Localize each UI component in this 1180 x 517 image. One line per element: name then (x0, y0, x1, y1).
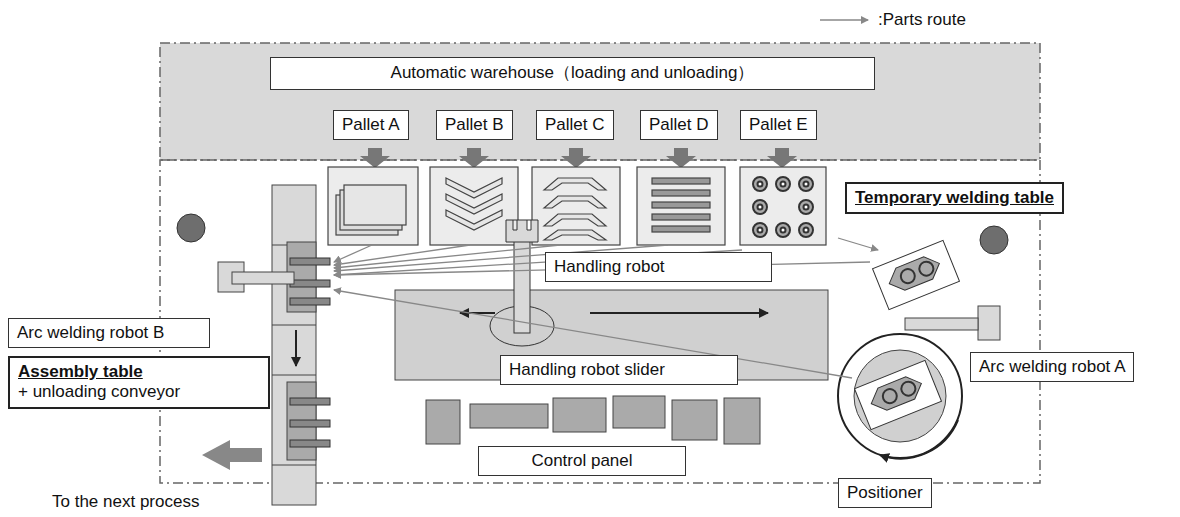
slider-label: Handling robot slider (500, 355, 738, 385)
ring-part (799, 200, 813, 214)
positioner-label: Positioner (838, 478, 932, 508)
warehouse-band (160, 43, 1040, 160)
node-text: Arc welding robot B (17, 323, 201, 343)
positioner-fixture (855, 360, 942, 429)
note-label: To the next process (52, 492, 199, 512)
ring-part (753, 177, 767, 191)
outflow-arrow (202, 440, 262, 470)
pallet-label: Pallet E (740, 110, 817, 140)
ring-hole (758, 228, 763, 233)
station-label: Temporary welding table (845, 182, 1064, 214)
robot-label: Handling robot (545, 252, 772, 282)
robot-slider (395, 290, 828, 380)
ring-part (776, 177, 790, 191)
robot-label: Arc welding robot A (970, 352, 1134, 382)
pallet-label: Pallet D (640, 110, 718, 140)
station-label: Assembly table+ unloading conveyor (8, 356, 270, 409)
node-text: + unloading conveyor (18, 382, 260, 402)
node-text: Control panel (487, 451, 677, 471)
ring-part (753, 223, 767, 237)
fixture-clamps (290, 258, 330, 447)
control-cabinets (426, 396, 760, 444)
ring-hole (804, 228, 809, 233)
node-text: Handling robot slider (509, 360, 729, 380)
safety-post (980, 226, 1008, 254)
pallet-trays (328, 167, 826, 245)
node-text: Arc welding robot A (979, 357, 1125, 377)
temp-fixture (873, 240, 960, 309)
ring-part (776, 223, 790, 237)
conveyor-direction (295, 330, 297, 366)
ring-part (799, 223, 813, 237)
node-text: Temporary welding table (855, 188, 1054, 208)
robot-gripper (506, 220, 538, 242)
assembly-conveyor (272, 185, 316, 505)
node-text: Pallet E (749, 115, 808, 135)
ring-hole (804, 205, 809, 210)
panel-label: Control panel (478, 446, 686, 476)
node-text: Pallet C (545, 115, 605, 135)
pallet-label: Pallet C (536, 110, 614, 140)
pallet-label: Pallet B (436, 110, 513, 140)
node-text: Automatic warehouse（loading and unloadin… (279, 63, 866, 83)
ring-part (799, 177, 813, 191)
legend-sample (820, 19, 868, 21)
robot-arm (514, 238, 530, 333)
robot-label: Arc welding robot B (8, 318, 210, 348)
node-text: Positioner (847, 483, 923, 503)
safety-post (177, 214, 205, 242)
welding-robot-a (978, 306, 1000, 340)
tray-rings (753, 177, 813, 237)
ring-hole (758, 182, 763, 187)
node-text: Handling robot (554, 257, 763, 277)
warehouse-label: Automatic warehouse（loading and unloadin… (270, 57, 875, 90)
node-text: Pallet D (649, 115, 709, 135)
node-text: Pallet A (342, 115, 400, 135)
pallet-label: Pallet A (333, 110, 409, 140)
ring-part (753, 200, 767, 214)
positioner-ring (838, 334, 962, 458)
ring-hole (758, 205, 763, 210)
legend-text: :Parts route (878, 10, 966, 30)
node-text: Assembly table (18, 362, 260, 382)
ring-hole (781, 228, 786, 233)
pallet-arrows (360, 148, 797, 168)
ring-hole (804, 182, 809, 187)
node-text: Pallet B (445, 115, 504, 135)
ring-hole (781, 182, 786, 187)
